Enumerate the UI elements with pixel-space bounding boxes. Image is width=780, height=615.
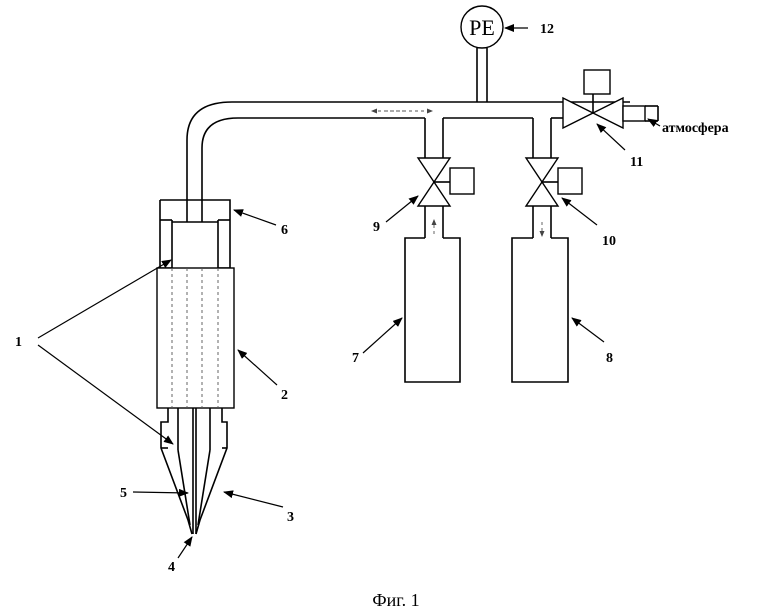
- label-6: 6: [281, 223, 288, 238]
- cylinder-7: [405, 238, 460, 382]
- label-3: 3: [287, 510, 294, 525]
- label-7: 7: [352, 351, 359, 366]
- label-11: 11: [630, 155, 643, 170]
- pressure-gauge: PE: [461, 6, 503, 102]
- pressure-gauge-label: PE: [469, 15, 495, 40]
- label-4: 4: [168, 560, 175, 575]
- valve-11: [563, 70, 658, 128]
- valve-10-branch: [526, 118, 582, 238]
- label-1: 1: [15, 335, 22, 350]
- label-2: 2: [281, 388, 288, 403]
- label-8: 8: [606, 351, 613, 366]
- valve-9-branch: [418, 118, 474, 238]
- cylinder-8: [512, 238, 568, 382]
- probe-assembly: [157, 200, 234, 534]
- figure-caption: Фиг. 1: [372, 590, 419, 610]
- label-12: 12: [540, 22, 554, 37]
- label-9: 9: [373, 220, 380, 235]
- atmosphere-label: атмосфера: [662, 121, 729, 136]
- label-5: 5: [120, 486, 127, 501]
- label-10: 10: [602, 234, 616, 249]
